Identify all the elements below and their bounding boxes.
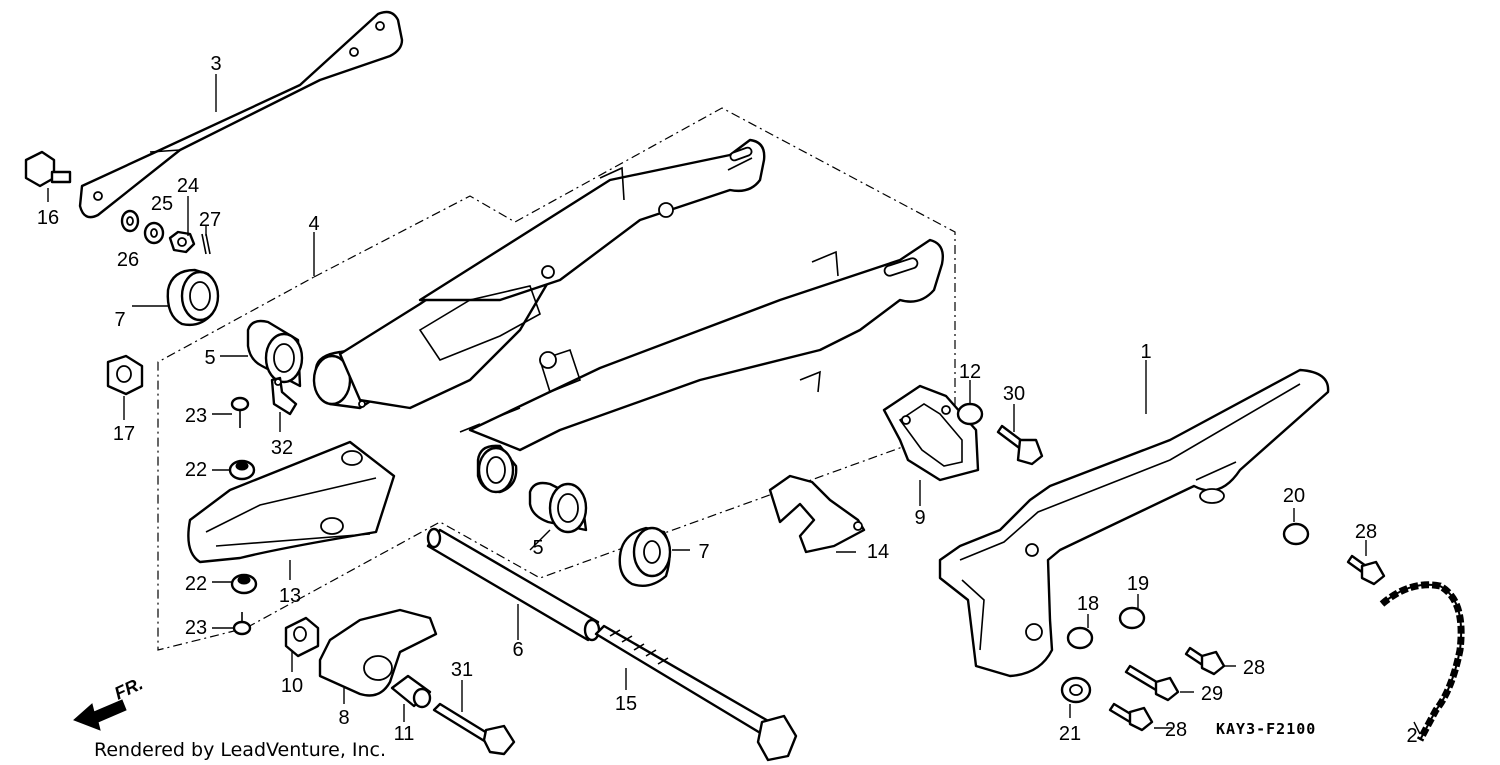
label-part-32: 32 [271, 437, 293, 459]
part-14-bracket [768, 474, 866, 554]
part-17-nut [106, 354, 144, 396]
label-part-11: 11 [394, 723, 415, 745]
part-10-nut [284, 616, 320, 658]
label-part-1: 1 [1140, 341, 1151, 363]
label-part-25: 25 [151, 193, 173, 215]
part-20-collar [1282, 522, 1310, 546]
label-part-2: 2 [1406, 725, 1417, 747]
label-part-15: 15 [615, 693, 637, 715]
part-11-collar [390, 674, 432, 709]
label-part-28-lower: 28 [1165, 719, 1187, 741]
part-32-grease-fitting [270, 376, 298, 416]
diagram-code: KAY3-F2100 [1216, 720, 1316, 738]
part-19-collar [1118, 606, 1146, 630]
part-2-drive-chain [1379, 581, 1465, 742]
label-part-12: 12 [959, 361, 981, 383]
part-25-washer [143, 221, 165, 245]
label-part-5-lower: 5 [532, 537, 543, 559]
label-part-18: 18 [1077, 593, 1099, 615]
label-part-14: 14 [867, 541, 889, 563]
label-part-26: 26 [117, 249, 139, 271]
part-7-dust-seal-lower [618, 526, 672, 587]
part-31-bolt [432, 702, 516, 756]
part-5-bushing-upper [246, 319, 304, 388]
label-part-3: 3 [210, 53, 221, 75]
part-labels: 1 2 3 4 5 5 6 7 7 8 9 10 11 12 13 14 15 … [37, 53, 1418, 747]
label-part-17: 17 [113, 423, 135, 445]
part-23-screw-lower [232, 612, 252, 636]
part-16-bolt [24, 150, 72, 188]
part-18-collar [1066, 626, 1094, 650]
label-part-10: 10 [281, 675, 303, 697]
label-part-8: 8 [338, 707, 349, 729]
credit-text: Rendered by LeadVenture, Inc. [94, 739, 386, 761]
label-part-5-upper: 5 [204, 347, 215, 369]
label-part-22-lower: 22 [185, 573, 207, 595]
label-part-7-lower: 7 [698, 541, 709, 563]
label-part-20: 20 [1283, 485, 1305, 507]
label-part-23-upper: 23 [185, 405, 207, 427]
part-22-collar-lower [230, 573, 258, 595]
part-28-bolt-lower [1108, 702, 1154, 732]
part-3-link-plate [78, 10, 404, 219]
label-part-23-lower: 23 [185, 617, 207, 639]
part-28-bolt-upper [1346, 554, 1386, 586]
label-part-9: 9 [914, 507, 925, 529]
front-arrow-icon [73, 699, 127, 731]
label-part-13: 13 [279, 585, 301, 607]
part-23-screw-upper [230, 396, 250, 428]
leader-lines [47, 74, 1421, 735]
label-part-31: 31 [451, 659, 473, 681]
part-4-swingarm [312, 138, 944, 494]
part-26-washer [120, 209, 140, 233]
label-part-28-upper: 28 [1355, 521, 1377, 543]
part-21-collar [1060, 676, 1092, 704]
label-part-27: 27 [199, 209, 221, 231]
assembly-boundary [157, 107, 956, 651]
label-part-28-middle: 28 [1243, 657, 1265, 679]
part-12-collar [956, 402, 984, 426]
part-5-bushing-lower [528, 481, 588, 534]
part-9-guard [882, 384, 980, 482]
part-27-cotter-pin [201, 233, 211, 255]
part-22-collar-upper [228, 459, 256, 481]
label-part-19: 19 [1127, 573, 1149, 595]
label-part-21: 21 [1059, 723, 1081, 745]
part-29-bolt [1124, 664, 1180, 702]
label-part-4: 4 [308, 213, 319, 235]
part-24-nut [168, 230, 196, 254]
part-8-slider-guide [318, 608, 438, 697]
label-part-29: 29 [1201, 683, 1223, 705]
part-30-bolt [996, 424, 1044, 466]
part-1-chain-case [938, 368, 1330, 678]
part-13-chain-slider [187, 440, 396, 564]
label-part-16: 16 [37, 207, 59, 229]
part-6-pivot-tube [426, 527, 601, 642]
label-part-22-upper: 22 [185, 459, 207, 481]
front-marker-label: FR. [111, 673, 146, 703]
label-part-30: 30 [1003, 383, 1025, 405]
part-7-dust-seal-upper [166, 268, 220, 327]
part-15-pivot-bolt [594, 624, 798, 762]
label-part-7-upper: 7 [114, 309, 125, 331]
part-28-bolt-middle [1184, 646, 1226, 676]
label-part-24: 24 [177, 175, 199, 197]
label-part-6: 6 [512, 639, 523, 661]
